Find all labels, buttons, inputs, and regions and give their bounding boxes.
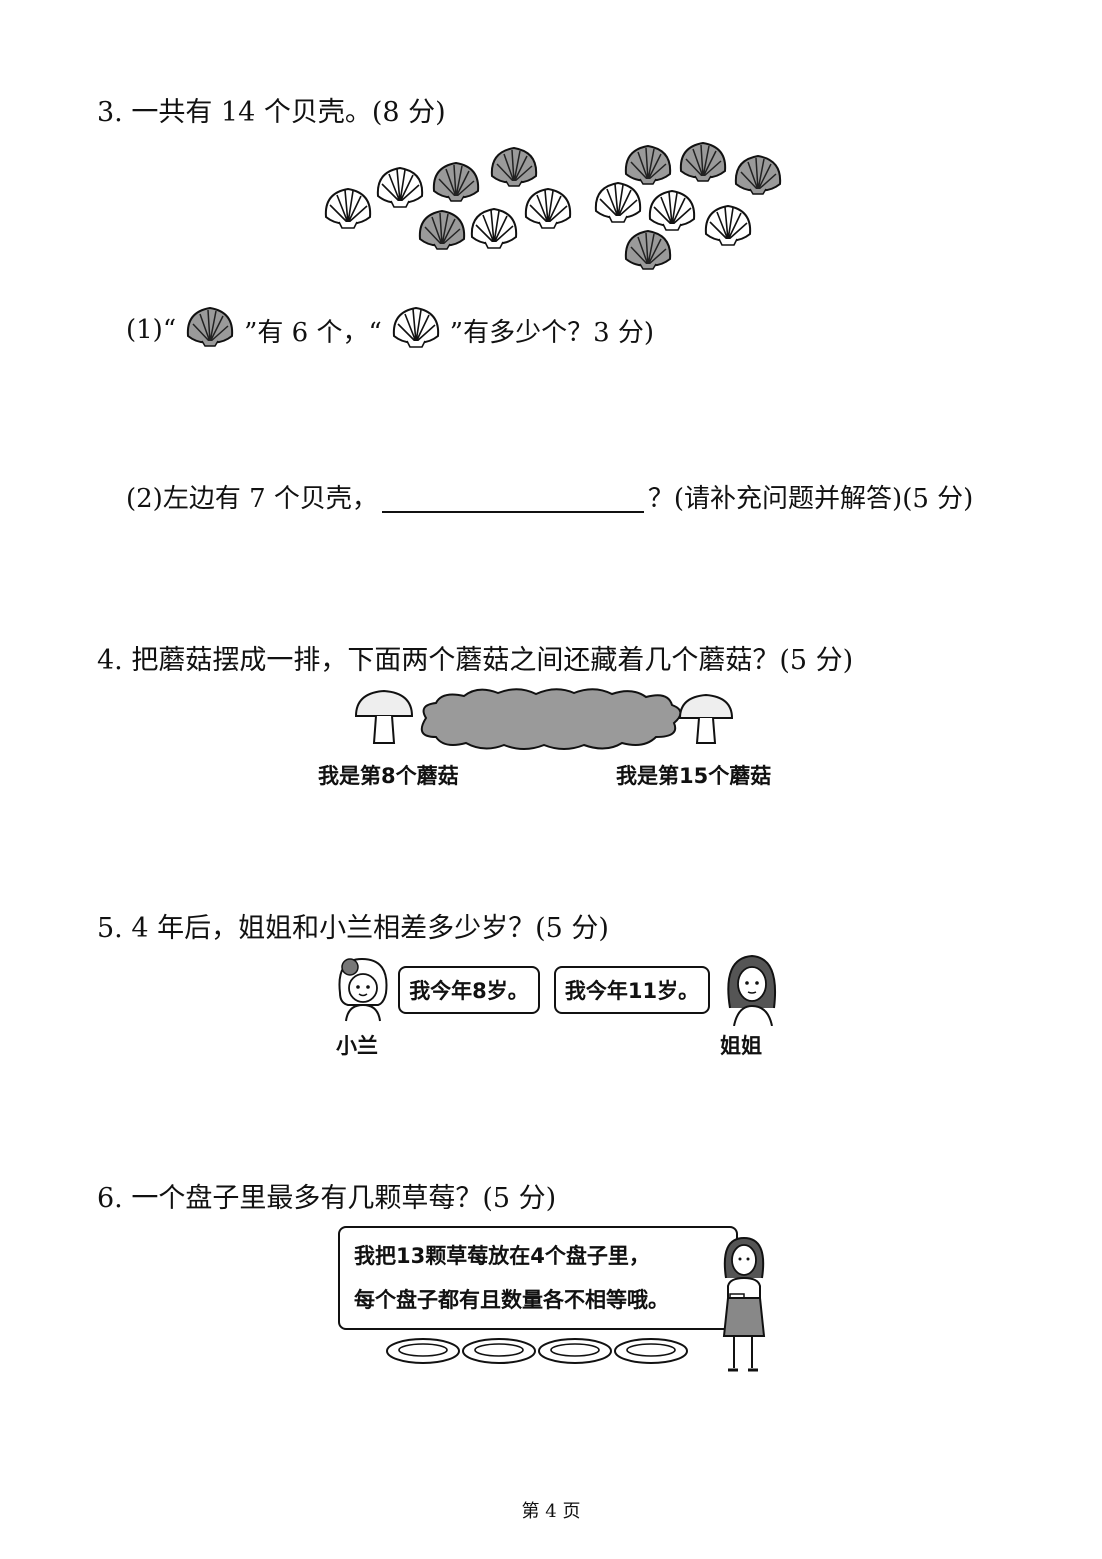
q3-sub2-text-b: ？(请补充问题并解答)(5 分) (647, 484, 974, 514)
question-5-title: 5. 4 年后，姐姐和小兰相差多少岁？(5 分) (97, 913, 609, 944)
shell-outline-icon (392, 307, 439, 348)
question-3-title: 3. 一共有 14 个贝壳。(8 分) (97, 97, 446, 128)
shell-filled-icon (432, 162, 480, 202)
shell-filled-icon (679, 142, 727, 182)
shell-outline-icon (594, 182, 642, 223)
speech-line-2: 每个盘子都有且数量各不相等哦。 (354, 1288, 669, 1312)
q3-sub1-text-a: (1)“ (126, 315, 177, 345)
shells-figure (324, 142, 782, 270)
plate-icon (538, 1338, 612, 1364)
xiaolan-speech-bubble: 我今年8岁。 (398, 966, 540, 1014)
plate-icon (614, 1338, 688, 1364)
question-6-title: 6. 一个盘子里最多有几颗草莓？(5 分) (97, 1183, 557, 1214)
q3-sub2-text-a: (2)左边有 7 个贝壳， (126, 484, 378, 514)
shell-outline-icon (324, 188, 372, 229)
xiaolan-figure (338, 957, 388, 1022)
q3-sub1-text-b: ”有 6 个，“ (244, 317, 382, 348)
shell-outline-icon (648, 190, 696, 231)
shell-outline-icon (470, 208, 518, 249)
speech-line-1: 我把13颗草莓放在4个盘子里， (354, 1244, 650, 1268)
jiejie-speech-bubble: 我今年11岁。 (554, 966, 710, 1014)
shell-filled-icon (490, 147, 538, 187)
xiaolan-name: 小兰 (336, 1034, 378, 1058)
shell-filled-icon (418, 210, 466, 250)
mushroom-cloud-figure (354, 688, 734, 750)
answer-blank[interactable] (381, 481, 644, 513)
strawberry-speech-bubble: 我把13颗草莓放在4个盘子里， 每个盘子都有且数量各不相等哦。 (338, 1226, 738, 1330)
shell-outline-icon (524, 188, 572, 229)
page-number: 第 4 页 (521, 1501, 581, 1522)
girl-figure (722, 1236, 766, 1372)
plates-figure (386, 1338, 688, 1364)
question-3-sub2: (2)左边有 7 个贝壳， ？(请补充问题并解答)(5 分) (126, 478, 973, 515)
cloud-shape (420, 688, 682, 750)
shell-outline-icon (704, 205, 752, 246)
mushroom-icon (354, 689, 414, 744)
mushroom-right-label: 我是第15个蘑菇 (616, 764, 772, 788)
plate-icon (462, 1338, 536, 1364)
shell-filled-icon (624, 145, 672, 185)
jiejie-name: 姐姐 (720, 1034, 762, 1058)
mushroom-left-label: 我是第8个蘑菇 (318, 764, 459, 788)
shell-outline-icon (376, 167, 424, 208)
q3-sub1-text-c: ”有多少个？3 分) (449, 317, 655, 348)
shell-filled-icon (186, 307, 234, 347)
question-4-title: 4. 把蘑菇摆成一排，下面两个蘑菇之间还藏着几个蘑菇？(5 分) (97, 645, 854, 676)
jiejie-figure (727, 954, 776, 1026)
plate-icon (386, 1338, 460, 1364)
question-3-sub1: (1)“ ”有 6 个，“ ”有多少个？3 分) (126, 306, 654, 354)
mushroom-icon (678, 693, 734, 744)
shell-filled-icon (734, 155, 782, 195)
shell-filled-icon (624, 230, 672, 270)
